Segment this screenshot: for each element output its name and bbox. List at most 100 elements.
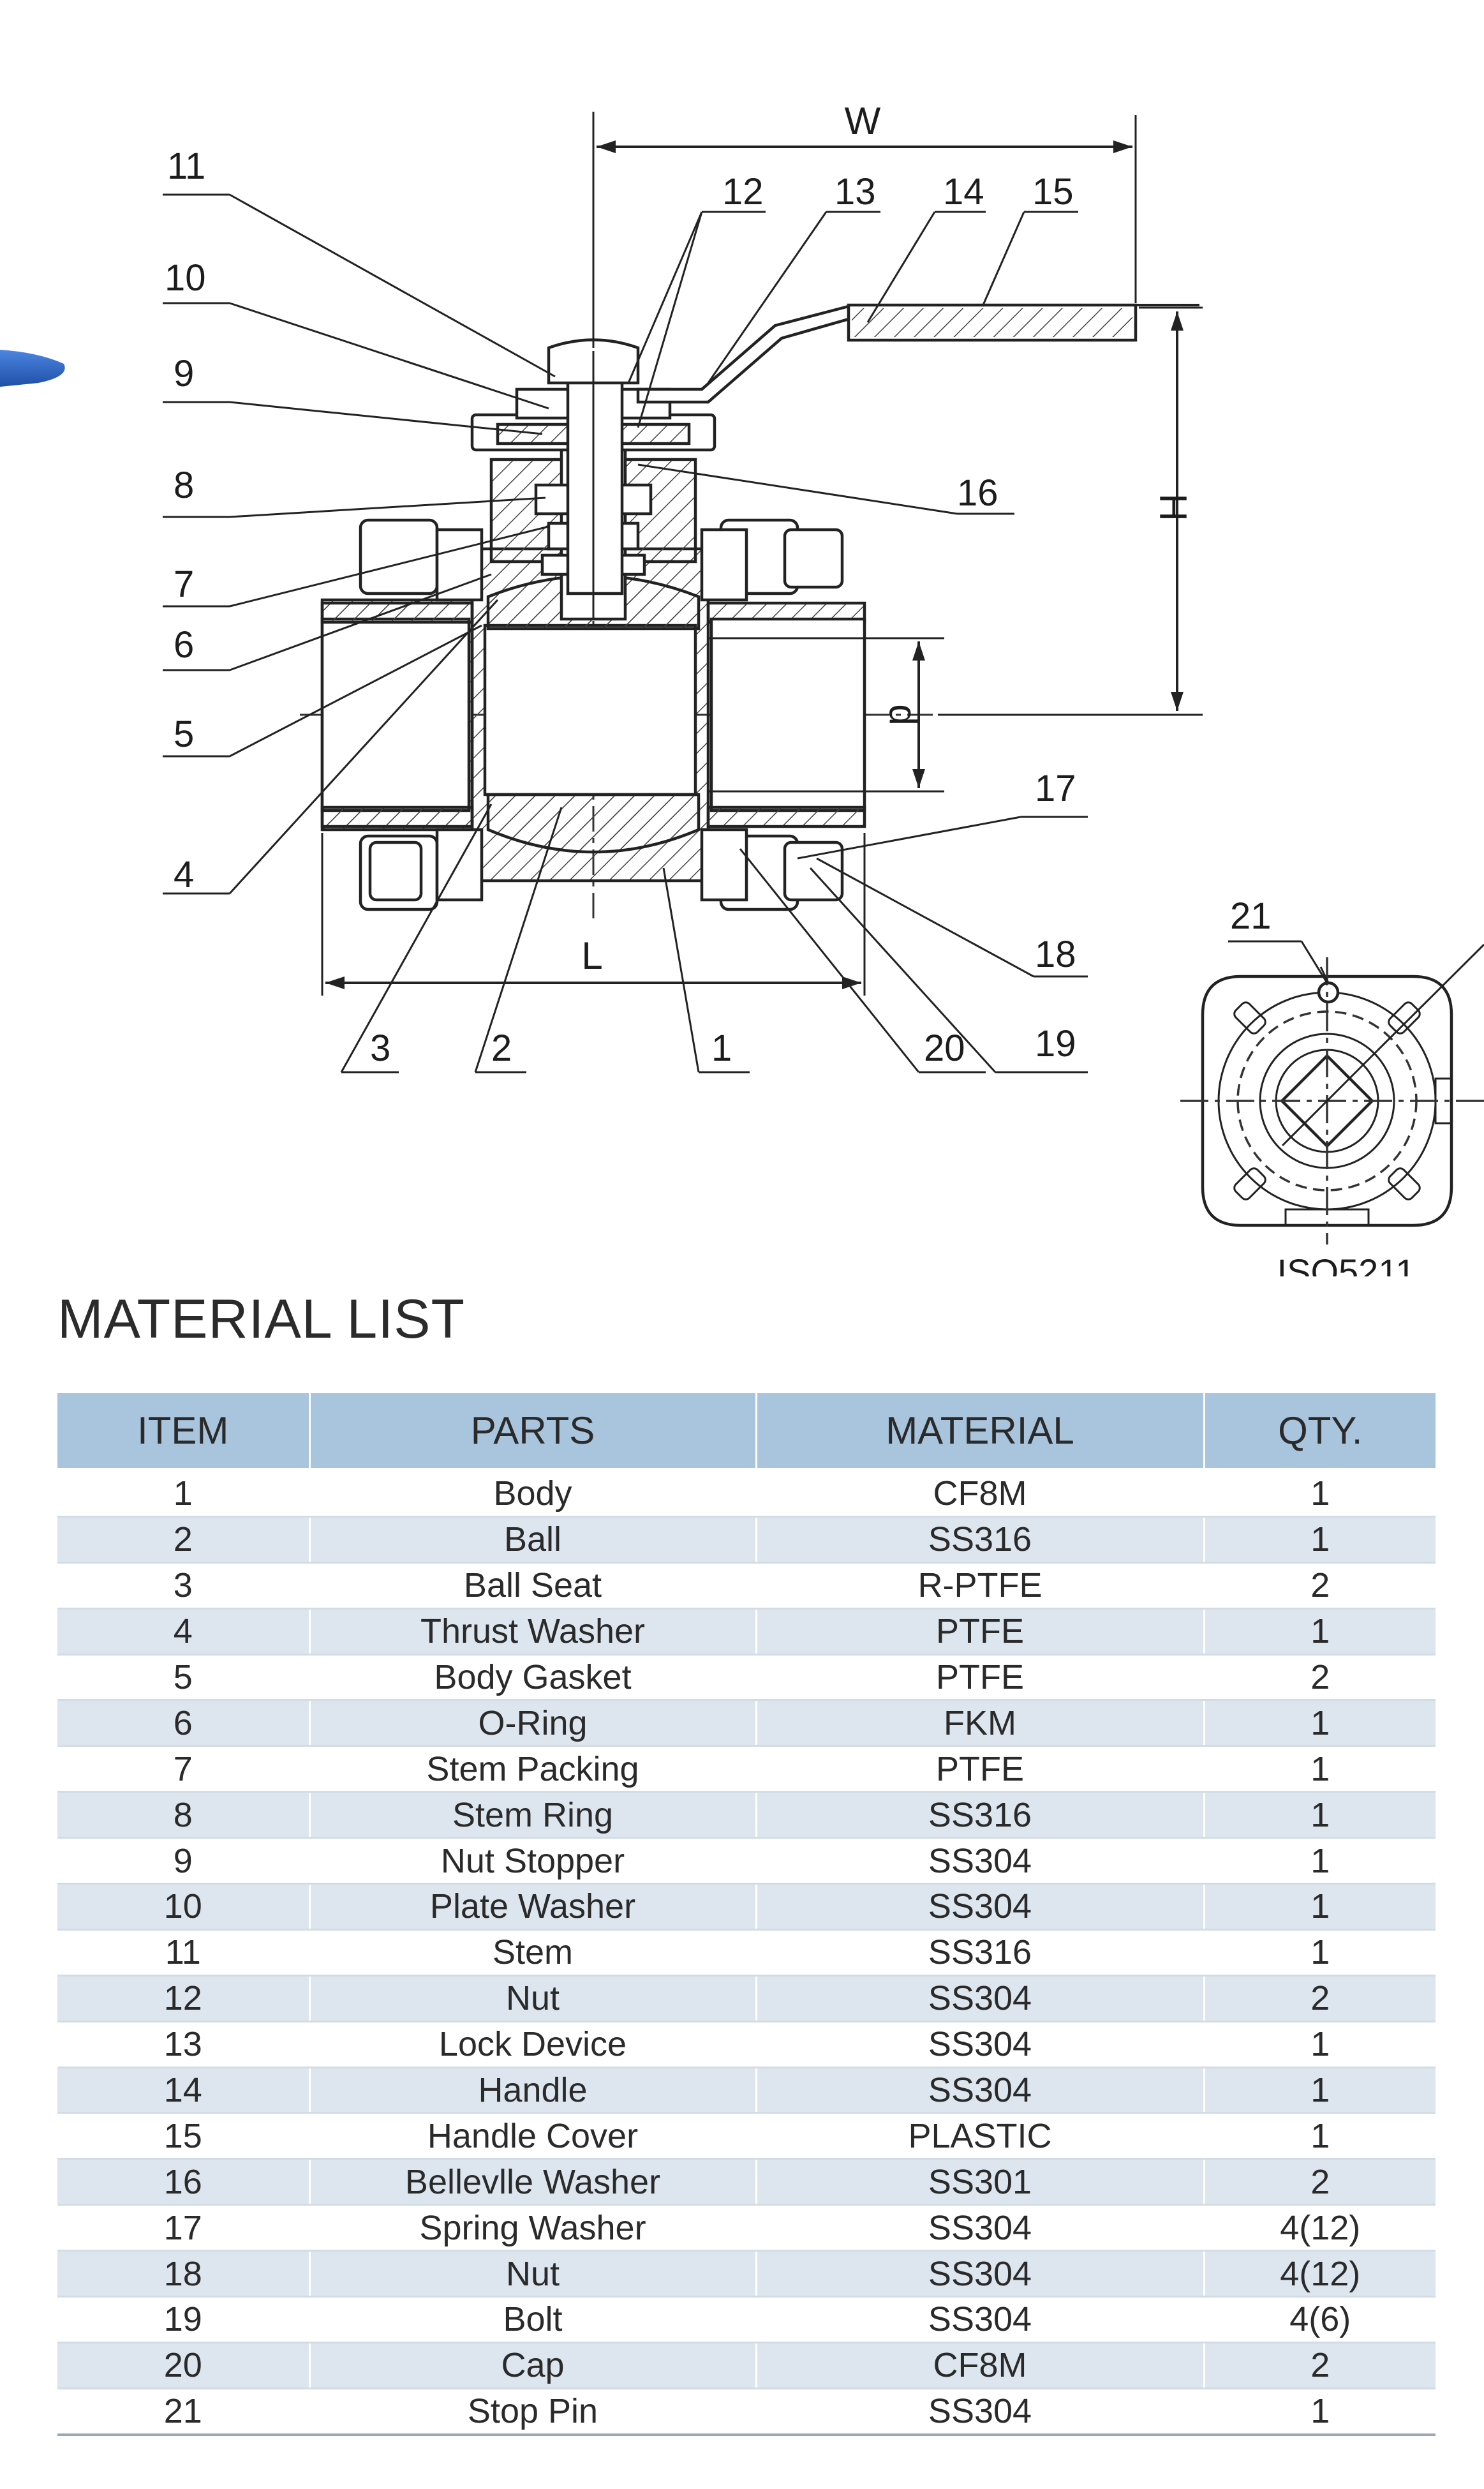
svg-text:12: 12 [722, 171, 764, 213]
item-cell: 6 [57, 1700, 309, 1747]
dim-d-label: d [882, 704, 924, 725]
dim-h-label: H [1152, 493, 1194, 521]
material-cell: FKM [755, 1700, 1204, 1747]
callout-17: 17 [797, 768, 1088, 860]
svg-text:16: 16 [957, 472, 998, 514]
material-cell: PLASTIC [755, 2112, 1204, 2160]
dim-w-label: W [845, 100, 881, 142]
table-header-row: ITEM PARTS MATERIAL QTY. [57, 1393, 1436, 1472]
qty-cell: 1 [1203, 1791, 1436, 1839]
item-cell: 21 [57, 2388, 309, 2436]
item-cell: 2 [57, 1516, 309, 1564]
part-cell: Bellevlle Washer [308, 2158, 756, 2206]
item-cell: 9 [57, 1837, 309, 1885]
part-cell: Handle [308, 2067, 756, 2114]
part-cell: Cap [308, 2342, 756, 2389]
material-cell: SS304 [755, 2204, 1204, 2252]
callout-21: 21 [1230, 895, 1272, 937]
material-cell: SS316 [755, 1516, 1204, 1564]
part-cell: Nut Stopper [308, 1837, 756, 1885]
qty-cell: 1 [1203, 1516, 1436, 1564]
item-cell: 8 [57, 1791, 309, 1839]
part-cell: Body Gasket [308, 1654, 756, 1701]
dim-l-label: L [581, 934, 602, 977]
item-cell: 18 [57, 2250, 309, 2298]
column-header-item: ITEM [57, 1393, 309, 1472]
svg-text:2: 2 [491, 1028, 512, 1069]
qty-cell: 2 [1203, 1975, 1436, 2022]
item-cell: 14 [57, 2067, 309, 2114]
callout-2: 2 [474, 807, 563, 1073]
callout-10: 10 [163, 257, 549, 410]
column-header-material: MATERIAL [755, 1393, 1204, 1472]
callout-1: 1 [662, 867, 750, 1073]
material-cell: PTFE [755, 1745, 1204, 1793]
material-cell: SS304 [755, 1975, 1204, 2022]
callout-4: 4 [163, 599, 499, 895]
part-cell: Nut [308, 2250, 756, 2298]
qty-cell: 2 [1203, 1562, 1436, 1610]
callout-8: 8 [163, 465, 546, 518]
part-cell: Stem [308, 1929, 756, 1977]
qty-cell: 1 [1203, 1608, 1436, 1656]
qty-cell: 1 [1203, 1700, 1436, 1747]
material-cell: SS304 [755, 2021, 1204, 2068]
item-cell: 20 [57, 2342, 309, 2389]
svg-text:7: 7 [174, 564, 194, 605]
svg-text:1: 1 [711, 1028, 732, 1069]
qty-cell: 1 [1203, 1745, 1436, 1793]
part-cell: Bolt [308, 2296, 756, 2343]
blue-swoosh-decoration [0, 350, 65, 387]
qty-cell: 1 [1203, 2388, 1436, 2436]
part-cell: Lock Device [308, 2021, 756, 2068]
iso5211-flange-view: 21 ISO5211 [1180, 895, 1484, 1276]
item-cell: 1 [57, 1470, 309, 1518]
item-cell: 3 [57, 1562, 309, 1610]
qty-cell: 1 [1203, 2067, 1436, 2114]
svg-text:19: 19 [1035, 1023, 1076, 1065]
iso5211-label: ISO5211 [1277, 1252, 1416, 1276]
material-cell: SS304 [755, 2296, 1204, 2343]
part-cell: Handle Cover [308, 2112, 756, 2160]
svg-text:13: 13 [835, 171, 876, 213]
part-cell: Stem Packing [308, 1745, 756, 1793]
qty-cell: 2 [1203, 2158, 1436, 2206]
material-cell: SS301 [755, 2158, 1204, 2206]
part-cell: Nut [308, 1975, 756, 2022]
callout-7: 7 [163, 525, 549, 608]
stem [566, 343, 624, 595]
svg-text:20: 20 [924, 1028, 965, 1069]
item-cell: 16 [57, 2158, 309, 2206]
item-cell: 15 [57, 2112, 309, 2160]
material-cell: PTFE [755, 1654, 1204, 1701]
callout-12: 12 [627, 171, 766, 428]
svg-text:8: 8 [174, 465, 194, 506]
part-cell: Plate Washer [308, 1883, 756, 1931]
svg-text:3: 3 [370, 1028, 390, 1069]
svg-text:14: 14 [943, 171, 984, 213]
material-list-title: MATERIAL LIST [57, 1289, 466, 1350]
svg-text:10: 10 [165, 257, 206, 299]
svg-text:17: 17 [1035, 768, 1076, 809]
item-cell: 17 [57, 2204, 309, 2252]
svg-text:18: 18 [1035, 934, 1076, 975]
qty-cell: 1 [1203, 1883, 1436, 1931]
qty-cell: 1 [1203, 1837, 1436, 1885]
callout-6: 6 [163, 573, 492, 671]
callout-19: 19 [809, 867, 1088, 1073]
material-cell: SS304 [755, 1883, 1204, 1931]
part-cell: Spring Washer [308, 2204, 756, 2252]
svg-text:6: 6 [174, 624, 194, 666]
